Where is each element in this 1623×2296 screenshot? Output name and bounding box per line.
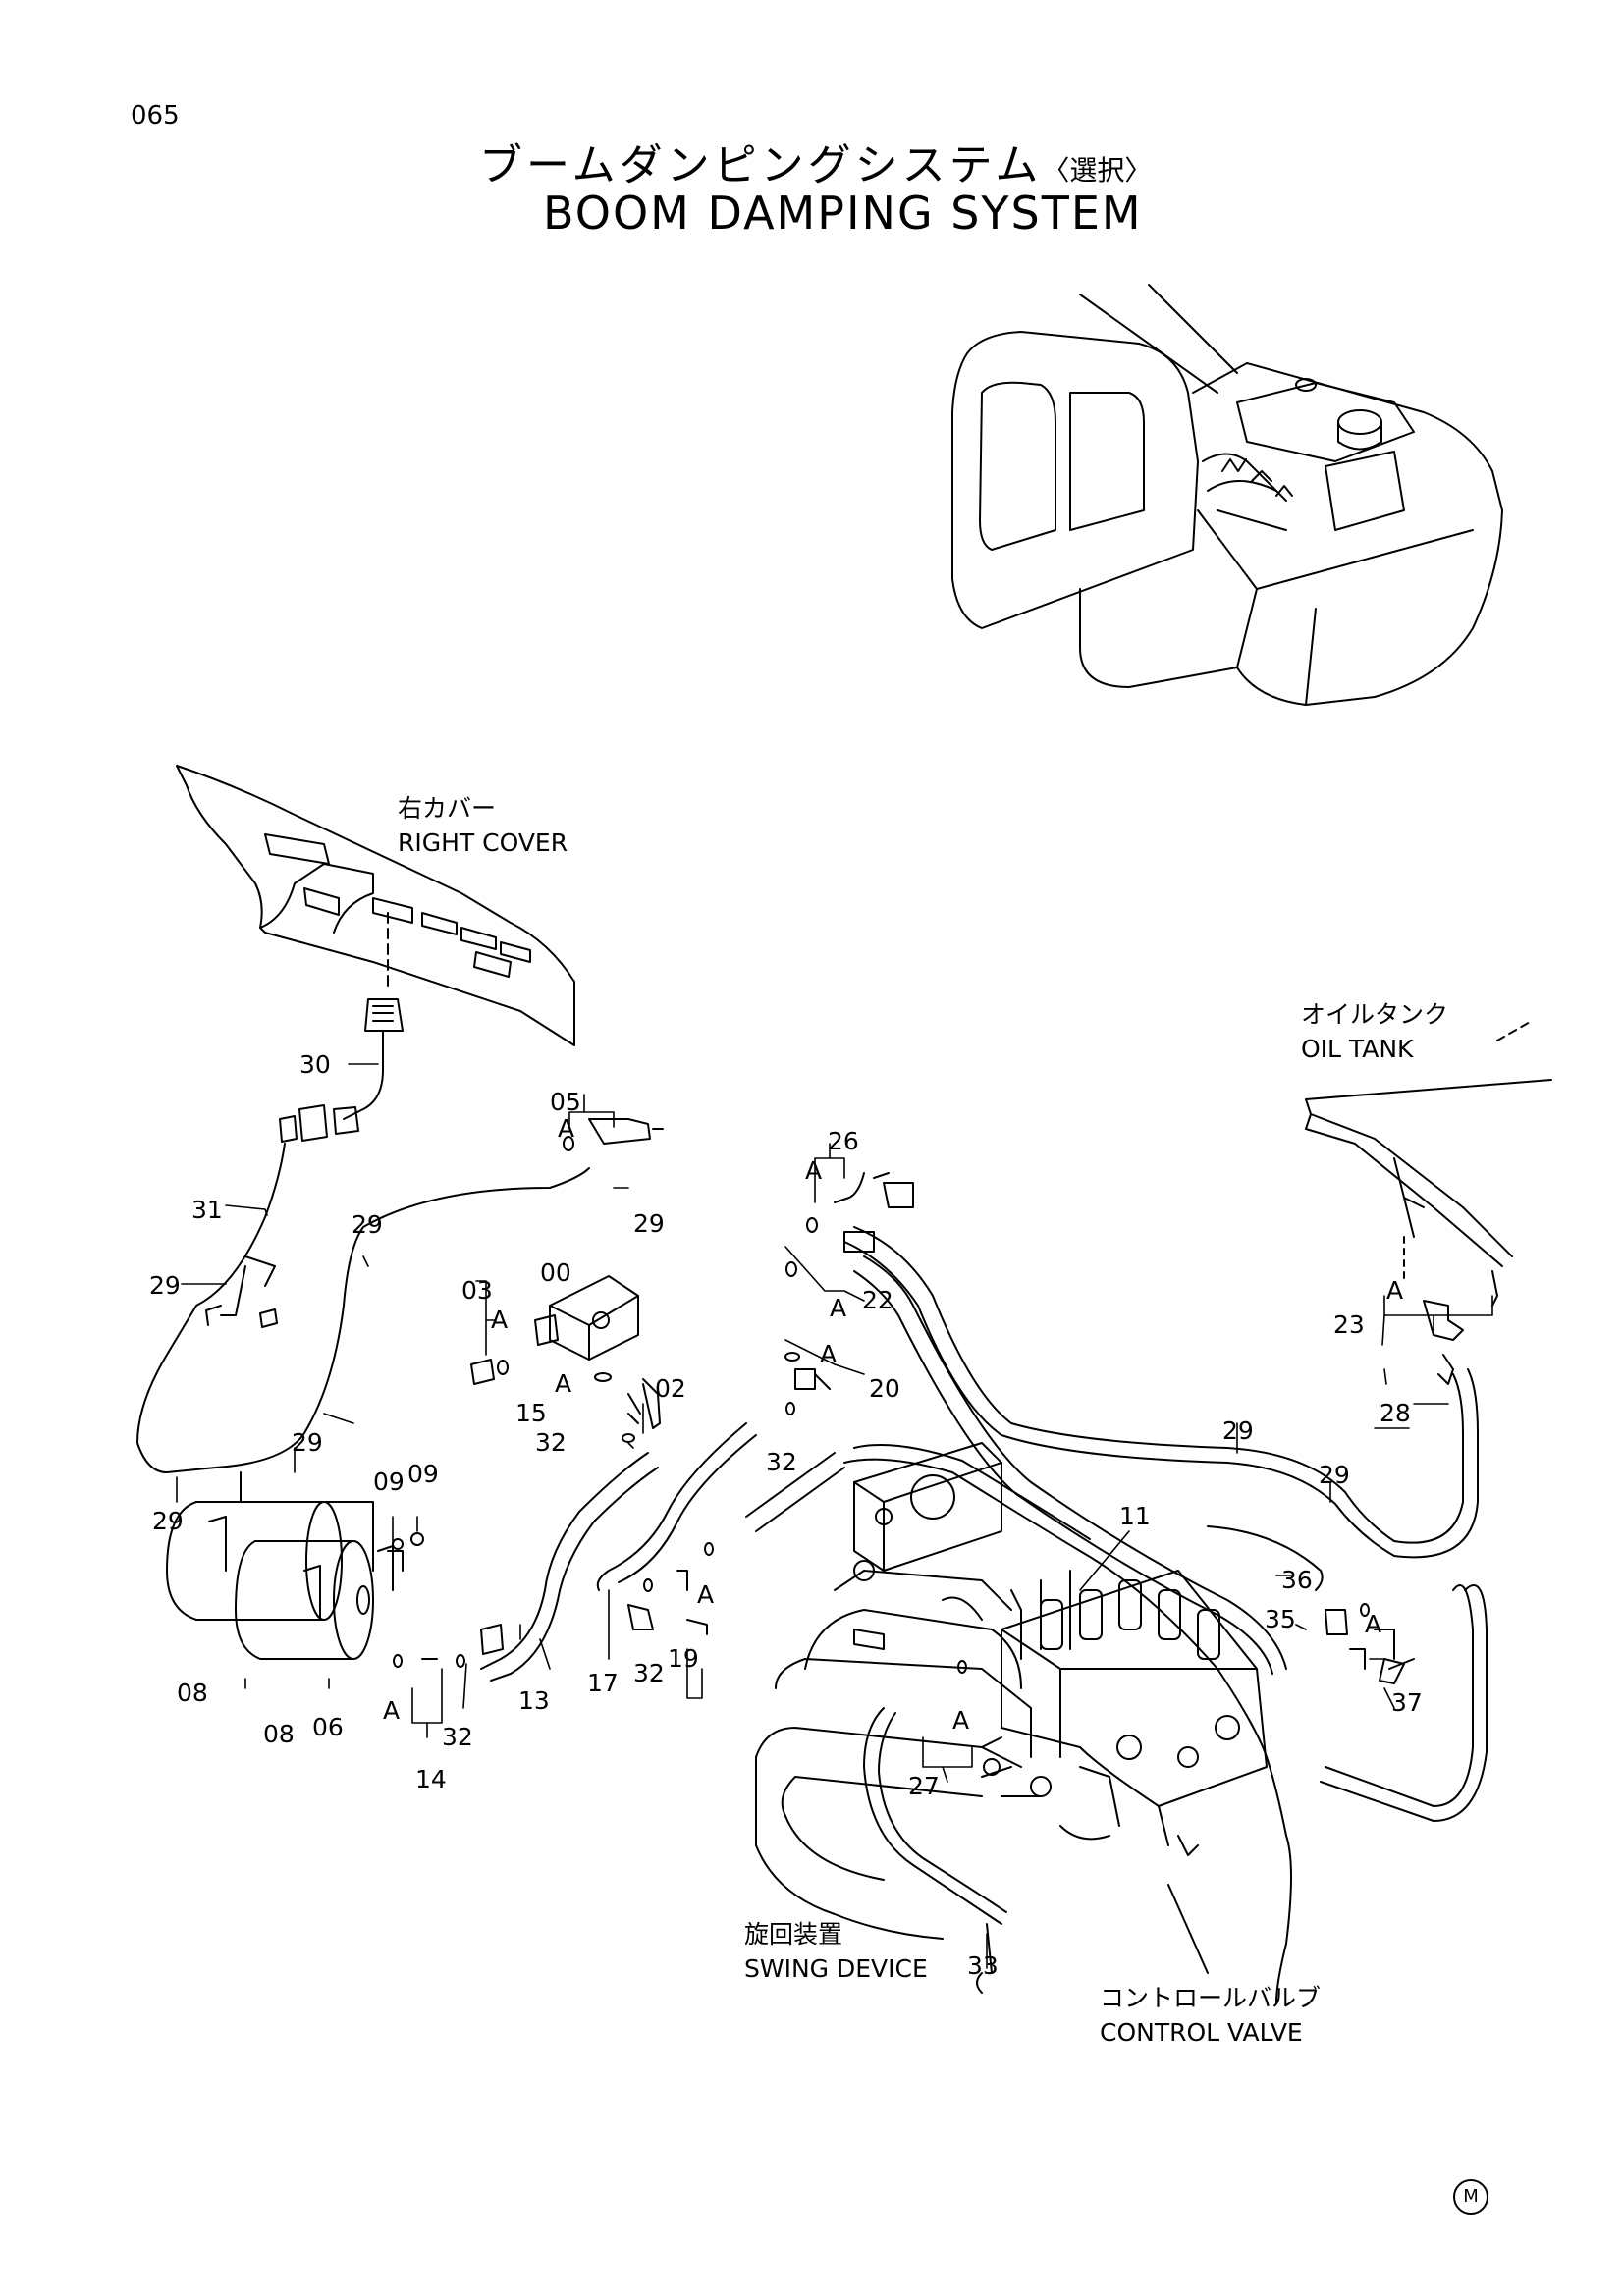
part-callout-26: 26 [828, 1127, 859, 1155]
page-title: BOOM DAMPING SYSTEM [543, 187, 1143, 240]
part-callout-17: 17 [587, 1669, 619, 1697]
title-japanese: ブームダンピングシステム〈選択〉 [479, 130, 1152, 192]
control-valve-label-ja: コントロールバルブ [1100, 1984, 1322, 2012]
part-callout-31: 31 [191, 1196, 223, 1224]
section-marker-a: A [697, 1580, 715, 1609]
part-callout-27: 27 [908, 1772, 940, 1800]
section-marker-a: A [830, 1294, 847, 1322]
section-marker-a: A [952, 1706, 970, 1735]
part-callout-36: 36 [1281, 1566, 1313, 1594]
part-callout-19: 19 [668, 1644, 699, 1673]
part-callout-29: 29 [292, 1428, 323, 1457]
section-marker-a: A [383, 1696, 401, 1725]
section-marker-a: A [558, 1114, 575, 1143]
swing-device [756, 1443, 1031, 1939]
part-callout-09: 09 [407, 1460, 439, 1488]
part-callout-23: 23 [1333, 1310, 1365, 1339]
excavator-overview [952, 285, 1502, 705]
part-callout-37: 37 [1391, 1688, 1423, 1717]
part-callout-09: 09 [373, 1468, 405, 1496]
part-callout-30: 30 [299, 1050, 331, 1079]
title-japanese-text: ブームダンピングシステム [479, 140, 1043, 190]
swing-device-label: SWING DEVICE [744, 1954, 928, 1983]
part-callout-32: 32 [766, 1448, 797, 1476]
right-cover [177, 766, 574, 1045]
part-callout-29: 29 [633, 1209, 665, 1238]
part-callout-35: 35 [1265, 1605, 1296, 1633]
part-callout-02: 02 [655, 1374, 686, 1403]
wire-harness [137, 999, 589, 1472]
valve-block [422, 1119, 1463, 1683]
part-callout-06: 06 [312, 1713, 344, 1741]
hoses [481, 1227, 1487, 2002]
oil-tank-label: OIL TANK [1301, 1035, 1414, 1063]
part-callout-29: 29 [1222, 1416, 1254, 1445]
section-marker-a: A [820, 1340, 838, 1368]
part-callout-00: 00 [540, 1258, 571, 1287]
part-callout-32: 32 [442, 1723, 473, 1751]
right-cover-label-ja: 右カバー [398, 794, 497, 823]
section-marker-a: A [555, 1369, 572, 1398]
part-callout-29: 29 [1319, 1461, 1350, 1489]
section-marker-a: A [491, 1306, 509, 1334]
part-callout-08: 08 [263, 1720, 295, 1748]
section-marker-a: A [1365, 1610, 1382, 1638]
swing-device-label-ja: 旋回装置 [744, 1920, 843, 1949]
control-valve [982, 1571, 1267, 1973]
right-cover-label: RIGHT COVER [398, 828, 568, 857]
title-option: 〈選択〉 [1042, 154, 1153, 187]
part-callout-29: 29 [352, 1210, 383, 1239]
part-callout-29: 29 [152, 1507, 184, 1535]
part-callout-32: 32 [633, 1659, 665, 1687]
part-callout-05: 05 [550, 1088, 581, 1116]
part-callout-22: 22 [862, 1286, 893, 1314]
control-valve-label: CONTROL VALVE [1100, 2018, 1303, 2047]
section-marker-a: A [1386, 1276, 1404, 1305]
oil-tank [1306, 1021, 1551, 1306]
part-callout-20: 20 [869, 1374, 900, 1403]
part-callout-08: 08 [177, 1679, 208, 1707]
part-callout-15: 15 [515, 1399, 547, 1427]
part-callout-28: 28 [1380, 1399, 1411, 1427]
part-callout-29: 29 [149, 1271, 181, 1300]
leader-lines [177, 1064, 1492, 1968]
accumulators [167, 1472, 403, 1659]
section-marker-a: A [805, 1156, 823, 1185]
oil-tank-label-ja: オイルタンク [1301, 1000, 1449, 1029]
part-callout-11: 11 [1119, 1502, 1151, 1530]
part-callout-14: 14 [415, 1765, 447, 1793]
part-callout-32: 32 [535, 1428, 567, 1457]
part-callout-13: 13 [518, 1686, 550, 1715]
manufacturer-mark: M [1453, 2179, 1488, 2215]
page-number: 065 [131, 101, 180, 131]
part-callout-03: 03 [461, 1276, 493, 1305]
part-callout-33: 33 [967, 1951, 999, 1980]
